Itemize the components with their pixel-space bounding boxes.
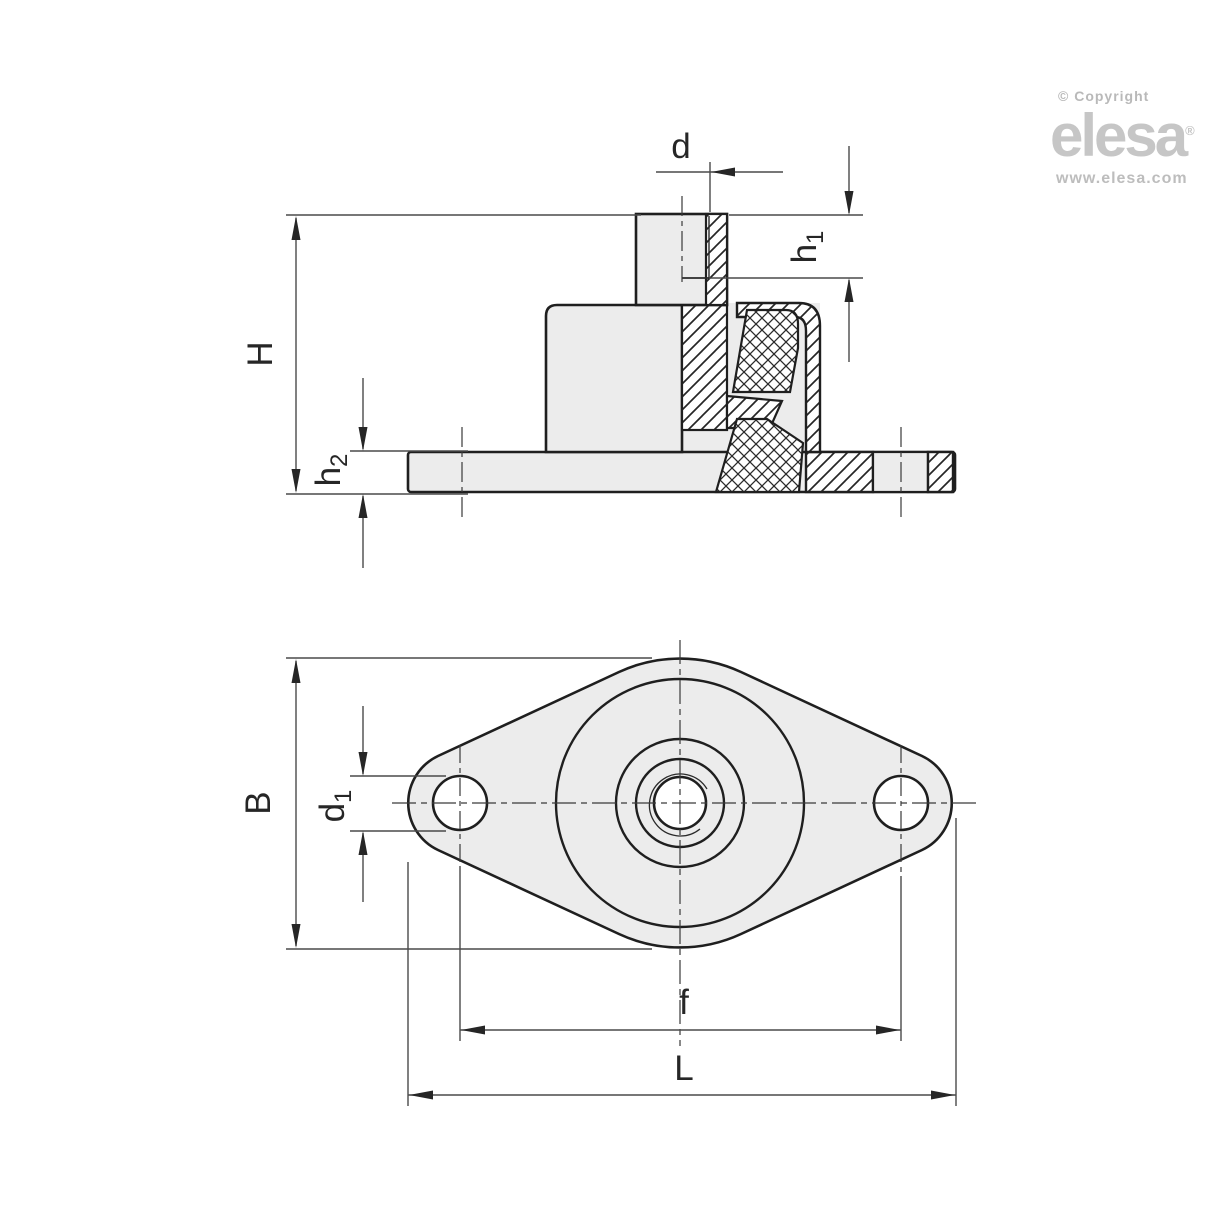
top-view-centerlines: [392, 640, 976, 1046]
dim-label-h1: h1: [785, 231, 829, 264]
dim-label-B: B: [239, 791, 278, 814]
bell-section-wall: [680, 303, 729, 432]
dim-label-h2: h2: [309, 454, 353, 487]
dim-label-H: H: [241, 341, 280, 366]
top-view-dim-arrows: [291, 659, 955, 1100]
top-plan-view: B d1 f L: [239, 640, 976, 1106]
registered-mark: ®: [1185, 123, 1195, 138]
side-view-dim-lines: [286, 146, 863, 568]
dim-label-f: f: [679, 983, 689, 1022]
brand-wordmark: elesa®: [1050, 102, 1195, 169]
dim-label-d: d: [671, 127, 690, 166]
bell-body: [544, 303, 684, 454]
side-section-view: d h1 H h2: [241, 127, 957, 568]
dim-label-d1: d1: [313, 790, 357, 823]
lower-rubber-section: [714, 417, 805, 494]
flange-section-left-of-hole: [804, 450, 875, 494]
upper-rubber-section: [731, 308, 800, 394]
side-view-centerlines: [461, 196, 902, 522]
flange-section-right-of-hole: [926, 450, 955, 494]
dim-label-L: L: [674, 1049, 693, 1088]
outer-cup-section: [735, 301, 822, 454]
website-text: www.elesa.com: [1056, 170, 1188, 187]
elesa-logo: © Copyright elesa® www.elesa.com: [1050, 88, 1210, 188]
copyright-text: © Copyright: [1058, 88, 1150, 104]
boss-section-wall: [704, 212, 729, 307]
thread-arc: [648, 773, 708, 837]
side-view-dim-arrows: [291, 167, 854, 518]
